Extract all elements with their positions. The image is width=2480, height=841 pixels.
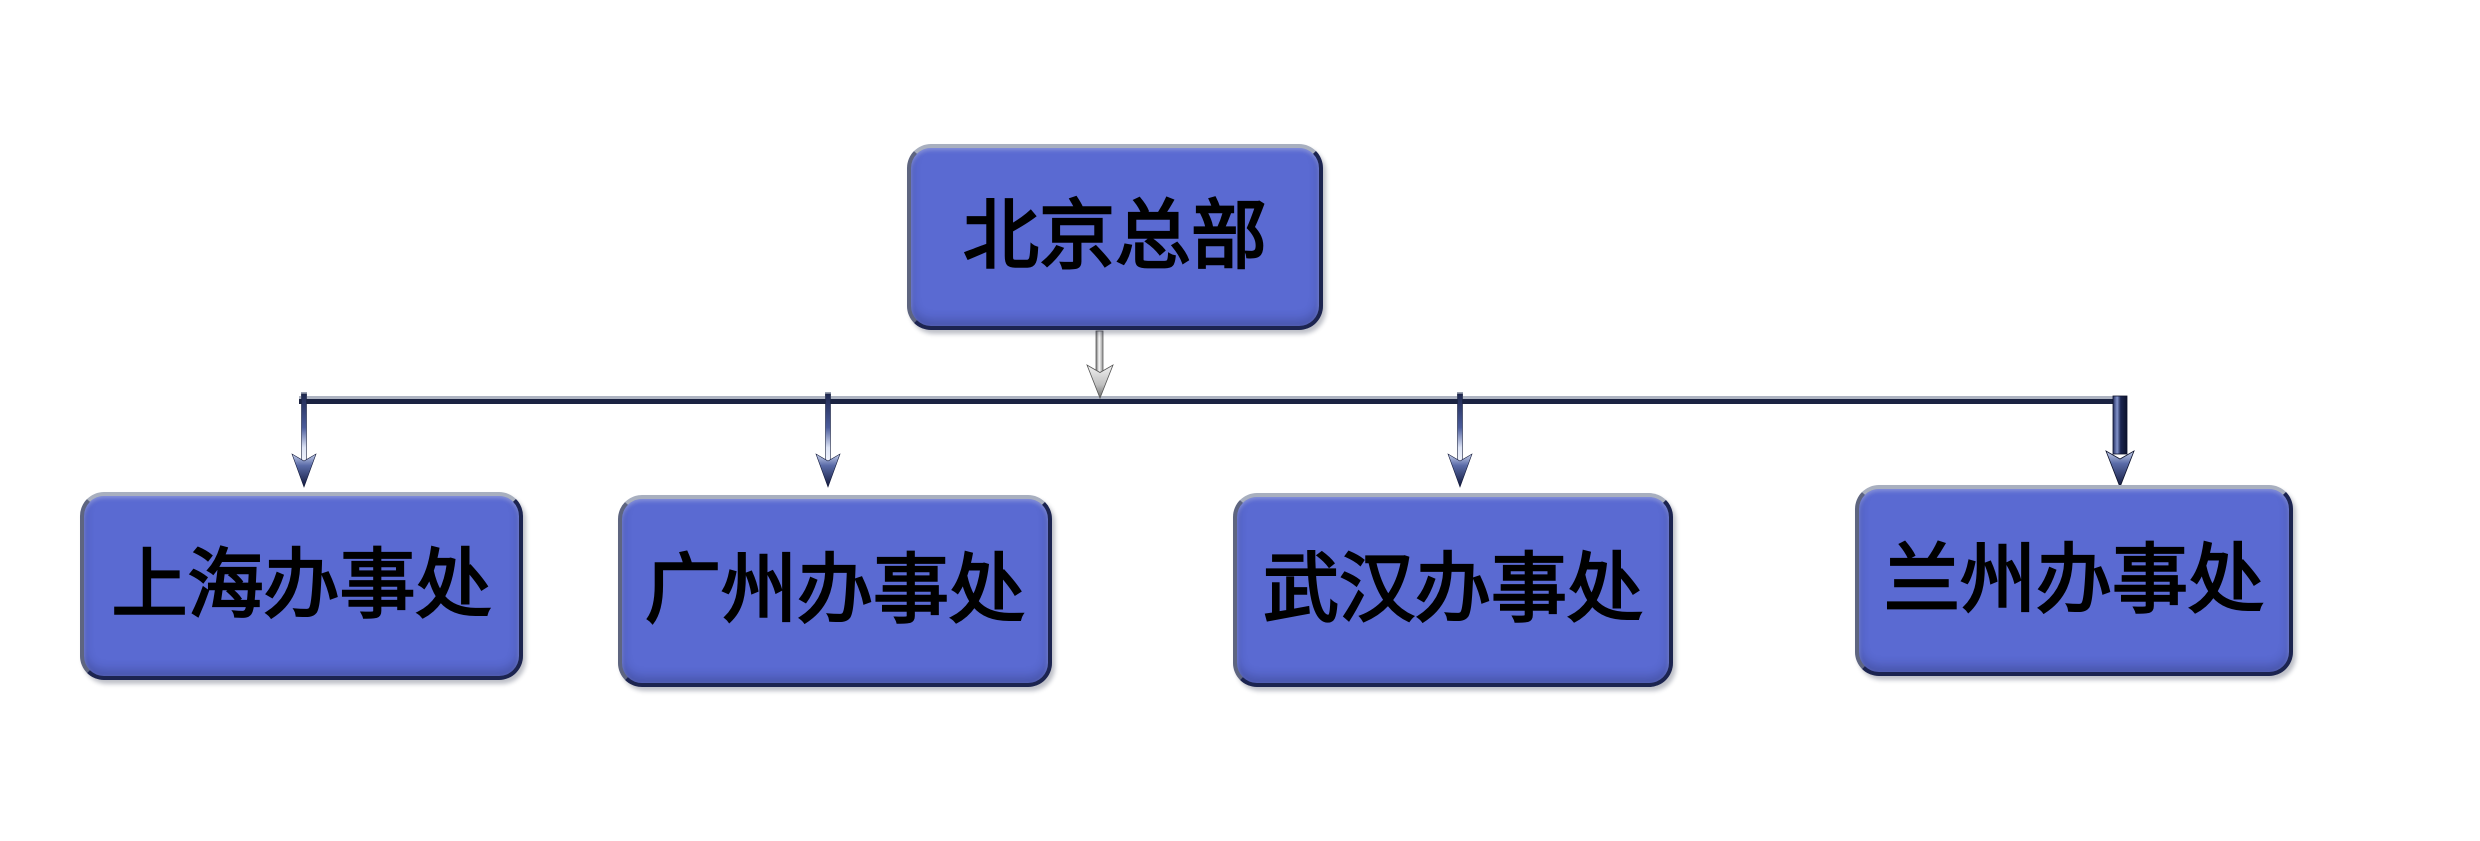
node-lanzhou-office[interactable]: 兰州办事处: [1855, 485, 2293, 676]
connector-arrow-guangzhou: [815, 392, 841, 488]
node-guangzhou-office[interactable]: 广州办事处: [618, 495, 1052, 687]
connector-arrow-wuhan: [1447, 392, 1473, 488]
node-shanghai-office[interactable]: 上海办事处: [80, 492, 523, 680]
connector-arrow-lanzhou: [2105, 395, 2135, 489]
connector-horizontal-bus: [299, 396, 2127, 404]
node-wuhan-office[interactable]: 武汉办事处: [1233, 493, 1673, 687]
node-label-guangzhou: 广州办事处: [645, 549, 1025, 633]
node-label-shanghai: 上海办事处: [111, 544, 492, 628]
connector-arrow-shanghai: [291, 392, 317, 488]
node-label-lanzhou: 兰州办事处: [1884, 538, 2264, 623]
node-label-wuhan: 武汉办事处: [1263, 548, 1643, 632]
node-beijing-headquarters[interactable]: 北京总部: [907, 144, 1323, 330]
node-label-beijing: 北京总部: [963, 195, 1267, 279]
connector-root-drop-arrow: [1086, 330, 1114, 400]
